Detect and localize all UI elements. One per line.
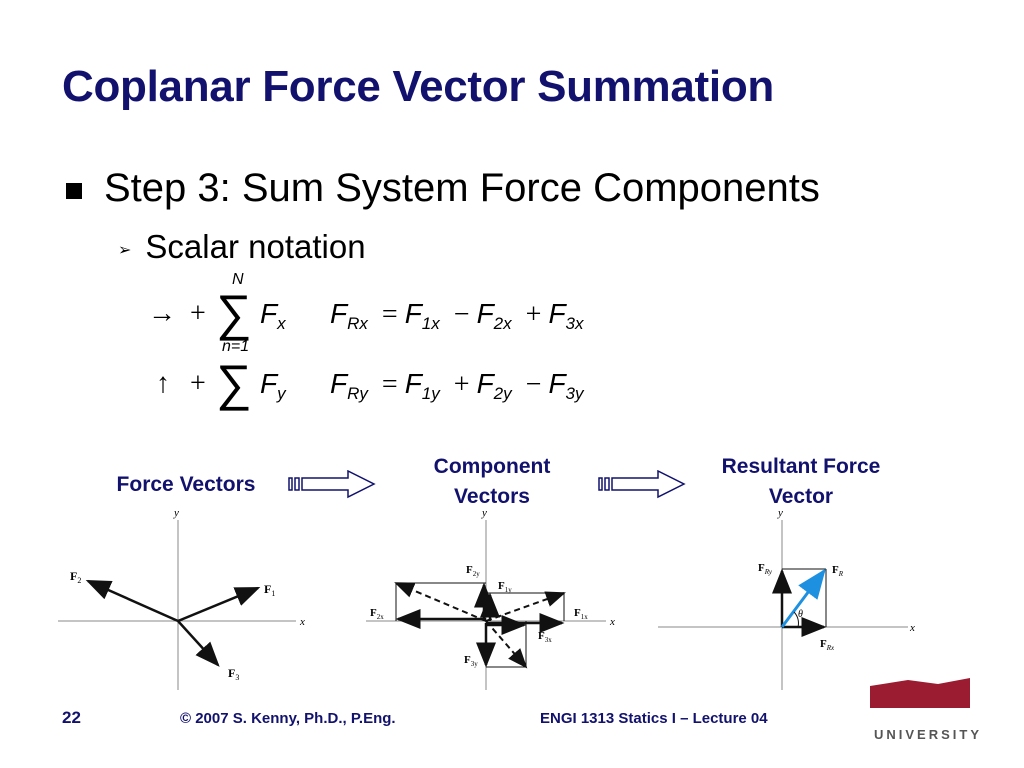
sum-term-y: Fy — [260, 368, 286, 403]
university-logo-banner — [870, 678, 970, 708]
y-axis-label: y — [173, 507, 179, 519]
y-axis-label: y — [777, 507, 783, 519]
sum-lower-limit: n=1 — [222, 338, 250, 355]
f3-vector — [177, 620, 220, 667]
y-axis-label: y — [481, 507, 487, 519]
f1y-label: F1y — [498, 580, 512, 594]
slide-title: Coplanar Force Vector Summation — [62, 62, 774, 111]
f1-label: F1 — [264, 582, 275, 598]
plus-sign: + — [190, 298, 206, 329]
x-axis-label: x — [299, 616, 305, 628]
summation-sign: ∑ — [216, 285, 252, 341]
f3y-label: F3y — [464, 654, 478, 668]
summation-sign: ∑ — [216, 355, 252, 411]
sum-term-x: Fx — [260, 298, 286, 333]
resultant-vector — [780, 568, 826, 628]
frx-label: FRx — [820, 638, 835, 652]
bullet-text: Step 3: Sum System Force Components — [104, 166, 820, 210]
block-arrow-icon — [598, 470, 686, 499]
x-axis-label: x — [909, 622, 915, 634]
f1x-label: F1x — [574, 607, 588, 621]
label-resultant-force-vector: Resultant Force Vector — [721, 455, 881, 508]
f3-label: F3 — [228, 666, 239, 682]
arrowhead-bullet-icon: ➢ — [118, 242, 132, 259]
footer-copyright: © 2007 S. Kenny, Ph.D., P.Eng. — [180, 710, 396, 727]
f1-vector — [177, 586, 261, 623]
sum-upper-limit: N — [232, 271, 244, 288]
f3x-label: F3x — [538, 630, 552, 644]
y-equation: FRy = F1y + F2y − F3y — [330, 368, 584, 403]
label-force-vectors: Force Vectors — [116, 473, 256, 496]
bullet-item: Step 3: Sum System Force Components — [66, 166, 820, 211]
university-logo-text: MEMORIAL UNIVERSITY — [874, 712, 983, 742]
x-axis-label: x — [609, 616, 615, 628]
footer-course: ENGI 1313 Statics I – Lecture 04 — [540, 710, 768, 727]
force-vectors-diagram: y x F1 F2 F3 — [58, 507, 305, 690]
right-arrow-icon: → — [148, 298, 176, 329]
theta-label: θ — [798, 609, 803, 620]
component-vectors-diagram: y x F2y F1y F2x F1x F3x F3y — [366, 507, 615, 690]
x-equation: FRx = F1x − F2x + F3x — [330, 298, 584, 333]
f2x-label: F2x — [370, 607, 384, 621]
resultant-vector-diagram: y x FRy FR FRx θ — [658, 507, 915, 690]
sub-bullet-item: ➢ Scalar notation — [118, 228, 366, 266]
sub-bullet-text: Scalar notation — [145, 228, 366, 265]
f2-vector — [85, 579, 179, 623]
fr-label: FR — [832, 564, 844, 578]
up-arrow-icon: ↑ — [156, 368, 170, 399]
block-arrow-icon — [288, 470, 376, 499]
f2-label: F2 — [70, 569, 81, 585]
label-component-vectors: Component Vectors — [433, 455, 551, 508]
plus-sign: + — [190, 368, 206, 399]
page-number: 22 — [62, 708, 81, 727]
f2y-label: F2y — [466, 564, 480, 578]
square-bullet-icon — [66, 182, 82, 199]
fry-label: FRy — [758, 562, 773, 576]
